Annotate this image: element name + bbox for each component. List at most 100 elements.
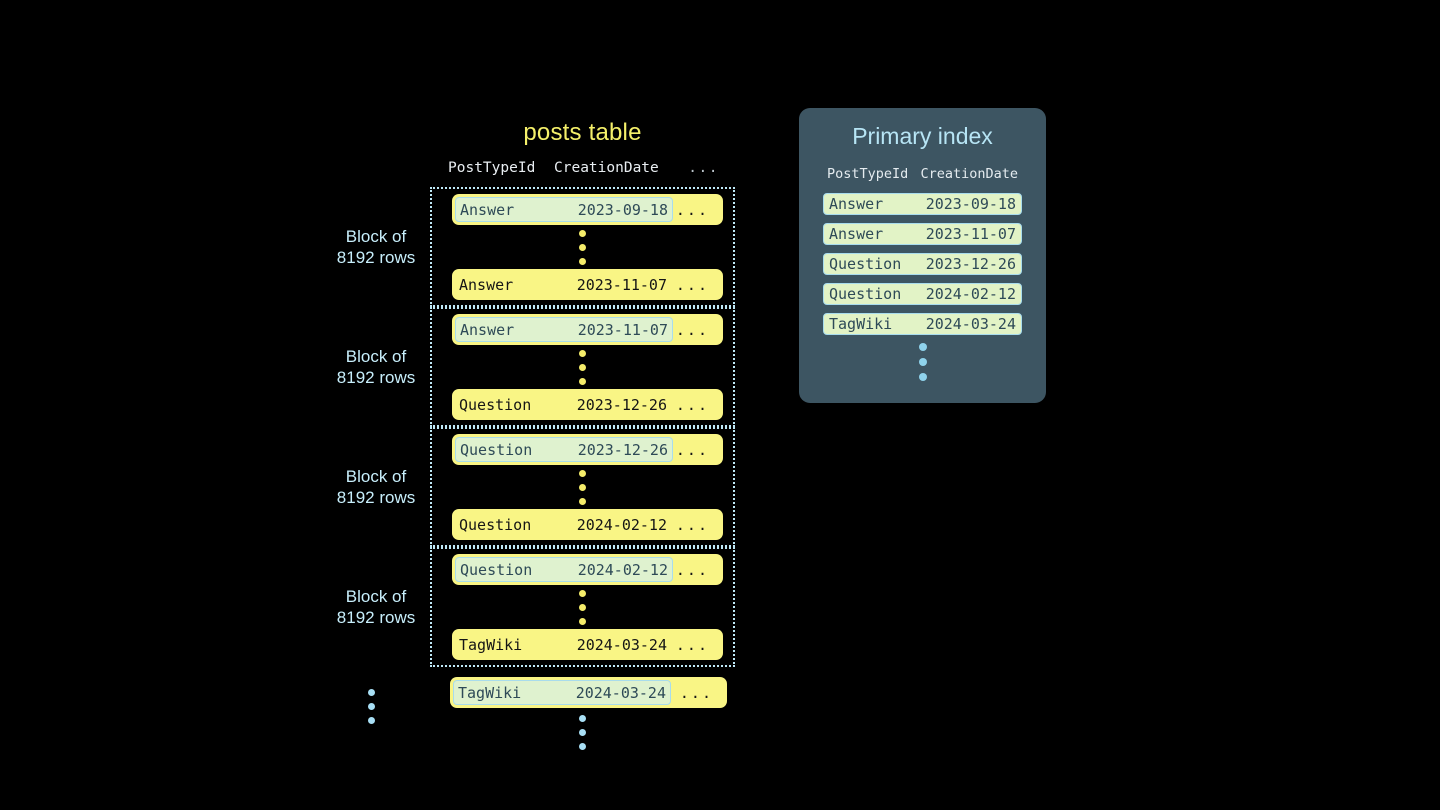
cell-posttypeid: Answer: [459, 275, 514, 294]
block-label-line1: Block of: [345, 347, 407, 366]
index-cell-posttypeid: Question: [829, 285, 902, 303]
column-header-posttypeid: PostTypeId: [448, 160, 536, 176]
block-label-line1: Block of: [345, 467, 407, 486]
cell-more: ...: [675, 320, 709, 339]
cell-posttypeid: TagWiki: [458, 683, 522, 702]
index-cell-creationdate: 2023-11-07: [925, 225, 1016, 243]
block-label-line2: 8192 rows: [336, 608, 416, 627]
cell-creationdate: 2023-09-18: [577, 200, 668, 219]
cell-posttypeid: Answer: [460, 320, 515, 339]
cell-creationdate: 2024-03-24: [576, 635, 667, 654]
index-column-header-creationdate: CreationDate: [920, 166, 1018, 182]
cell-creationdate: 2024-02-12: [577, 560, 668, 579]
dot: [579, 617, 586, 625]
posts-table-overflow-dots-yellow: [430, 710, 735, 754]
block-label-line2: 8192 rows: [336, 488, 416, 507]
dot: [579, 714, 586, 722]
dot: [579, 742, 586, 750]
cell-creationdate: 2024-02-12: [576, 515, 667, 534]
dot: [579, 243, 586, 251]
dot: [579, 377, 586, 385]
dot: [579, 257, 586, 265]
cell-more: ...: [675, 635, 709, 654]
index-cell-posttypeid: Answer: [829, 225, 884, 243]
blocks-overflow-dots: [368, 684, 375, 728]
primary-index-overflow-dots: [823, 343, 1022, 381]
column-header-creationdate: CreationDate: [554, 160, 659, 176]
dot: [579, 728, 586, 736]
block-label-line1: Block of: [345, 587, 407, 606]
row-key-cells: Answer 2023-09-18: [455, 197, 673, 222]
cell-creationdate: 2023-12-26: [576, 395, 667, 414]
cell-posttypeid: TagWiki: [459, 635, 523, 654]
cell-creationdate: 2023-12-26: [577, 440, 668, 459]
index-entry: Answer 2023-09-18: [823, 193, 1022, 215]
row-key-cells: TagWiki 2024-03-24: [453, 680, 671, 705]
cell-more: ...: [675, 560, 709, 579]
index-cell-creationdate: 2023-12-26: [925, 255, 1016, 273]
cell-more: ...: [675, 395, 709, 414]
dot: [368, 688, 375, 696]
index-cell-creationdate: 2024-03-24: [925, 315, 1016, 333]
trailing-row-container: TagWiki 2024-03-24...: [430, 677, 735, 708]
dot: [918, 373, 927, 381]
column-header-more: ...: [688, 160, 719, 176]
index-column-header-posttypeid: PostTypeId: [827, 166, 909, 182]
cell-more: ...: [679, 683, 713, 702]
row-key-cells: Answer 2023-11-07: [455, 317, 673, 342]
table-block: Question 2024-02-12... TagWiki 2024-03-24..…: [430, 547, 735, 667]
table-row: Question 2024-02-12...: [452, 554, 723, 585]
dot: [579, 349, 586, 357]
cell-creationdate: 2024-03-24: [575, 683, 666, 702]
row-gap-dots: [434, 225, 731, 269]
dot: [579, 589, 586, 597]
cell-creationdate: 2023-11-07: [577, 320, 668, 339]
cell-posttypeid: Question: [460, 560, 533, 579]
dot: [368, 716, 375, 724]
index-cell-posttypeid: TagWiki: [829, 315, 893, 333]
table-row: TagWiki 2024-03-24...: [452, 629, 723, 660]
table-row: Question 2023-12-26...: [452, 434, 723, 465]
primary-index-panel: Primary index PostTypeId CreationDate An…: [799, 108, 1046, 403]
index-cell-posttypeid: Answer: [829, 195, 884, 213]
block-label-line2: 8192 rows: [336, 248, 416, 267]
dot: [579, 497, 586, 505]
primary-index-title: Primary index: [852, 123, 993, 149]
cell-posttypeid: Question: [459, 515, 532, 534]
dot: [579, 363, 586, 371]
index-cell-creationdate: 2023-09-18: [925, 195, 1016, 213]
cell-posttypeid: Question: [460, 440, 533, 459]
row-key-cells: Question 2024-02-12: [455, 512, 671, 537]
block-label-line2: 8192 rows: [336, 368, 416, 387]
row-key-cells: Question 2023-12-26: [455, 437, 673, 462]
block-label: Block of 8192 rows: [311, 346, 441, 388]
cell-more: ...: [675, 440, 709, 459]
row-gap-dots: [434, 585, 731, 629]
dot: [918, 358, 927, 366]
dot: [579, 469, 586, 477]
cell-posttypeid: Answer: [460, 200, 515, 219]
row-key-cells: Question 2024-02-12: [455, 557, 673, 582]
block-label: Block of 8192 rows: [311, 586, 441, 628]
cell-creationdate: 2023-11-07: [576, 275, 667, 294]
row-gap-dots: [434, 465, 731, 509]
dot: [579, 483, 586, 491]
row-key-cells: Answer 2023-11-07: [455, 272, 671, 297]
posts-table-column-headers: PostTypeId CreationDate ...: [430, 160, 735, 178]
dot: [918, 343, 927, 351]
dot: [368, 702, 375, 710]
cell-more: ...: [675, 275, 709, 294]
row-key-cells: TagWiki 2024-03-24: [455, 632, 671, 657]
